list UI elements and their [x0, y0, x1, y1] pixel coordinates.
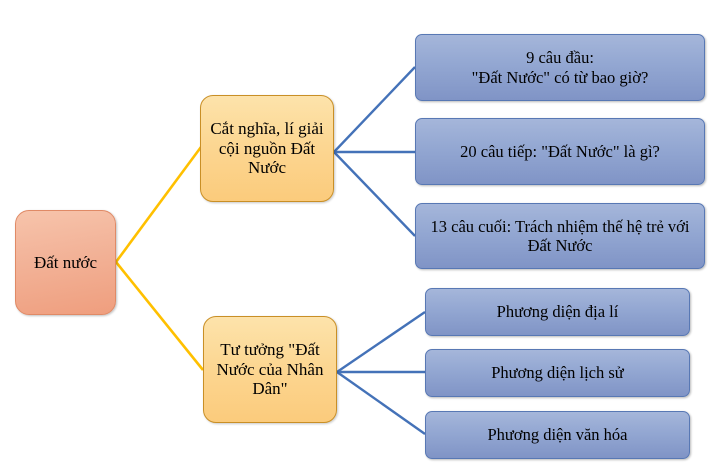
connector-root-to-branch-1 [114, 146, 203, 263]
connector-branch-1-to-leaf-1 [333, 66, 416, 153]
node-leaf-1-2[interactable]: 20 câu tiếp: "Đất Nước" là gì? [415, 118, 705, 185]
connector-root-to-branch-2 [114, 261, 205, 371]
node-leaf-2-1-label: Phương diện địa lí [496, 302, 619, 322]
node-leaf-1-1-label: 9 câu đầu: "Đất Nước" có từ bao giờ? [471, 48, 649, 87]
node-root[interactable]: Đất nước [15, 210, 116, 315]
node-leaf-2-2-label: Phương diện lịch sử [491, 363, 624, 383]
node-branch-2-label: Tư tưởng "Đất Nước của Nhân Dân" [216, 339, 324, 399]
connector-branch-2-to-leaf-1 [336, 311, 426, 373]
node-branch-1-label: Cắt nghĩa, lí giải cội nguồn Đất Nước [210, 118, 324, 178]
node-leaf-1-3-label: 13 câu cuối: Trách nhiệm thế hệ trẻ với … [430, 216, 690, 255]
connector-branch-2-to-leaf-3 [336, 371, 426, 435]
node-leaf-2-2[interactable]: Phương diện lịch sử [425, 349, 690, 397]
node-root-label: Đất nước [33, 252, 98, 272]
node-leaf-2-1[interactable]: Phương diện địa lí [425, 288, 690, 336]
node-branch-2[interactable]: Tư tưởng "Đất Nước của Nhân Dân" [203, 316, 337, 423]
node-leaf-1-3[interactable]: 13 câu cuối: Trách nhiệm thế hệ trẻ với … [415, 203, 705, 269]
node-branch-1[interactable]: Cắt nghĩa, lí giải cội nguồn Đất Nước [200, 95, 334, 202]
node-leaf-2-3-label: Phương diện văn hóa [487, 425, 628, 445]
node-leaf-1-2-label: 20 câu tiếp: "Đất Nước" là gì? [460, 141, 660, 161]
node-leaf-1-1[interactable]: 9 câu đầu: "Đất Nước" có từ bao giờ? [415, 34, 705, 101]
connector-branch-1-to-leaf-3 [333, 151, 416, 237]
node-leaf-2-3[interactable]: Phương diện văn hóa [425, 411, 690, 459]
